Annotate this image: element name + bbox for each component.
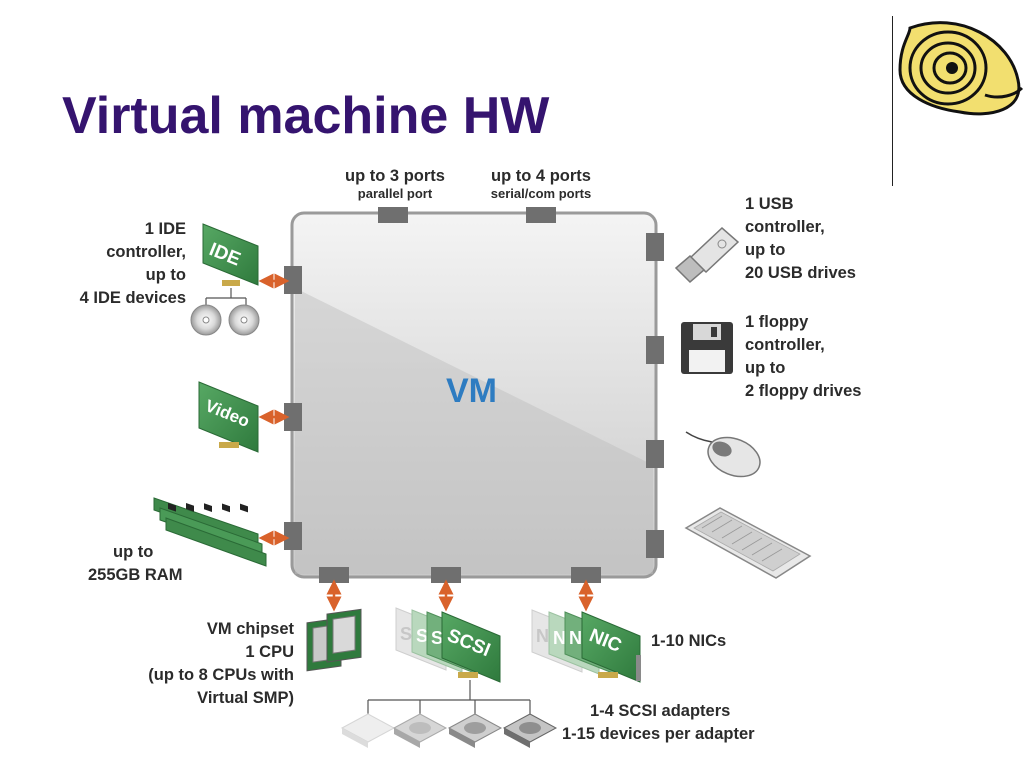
port-parallel xyxy=(378,207,408,223)
nic-card-icon: N N N NIC xyxy=(531,609,641,683)
scsi-label-line: 1-4 SCSI adapters xyxy=(590,702,731,720)
floppy-label: 1 floppy controller, up to 2 floppy driv… xyxy=(745,311,861,403)
logo-spiral-icon xyxy=(898,21,1024,116)
serial-port-name: serial/com ports xyxy=(490,186,592,201)
ram-label-line: 255GB RAM xyxy=(88,566,183,584)
port-ram xyxy=(284,522,302,550)
port-mouse xyxy=(646,440,664,468)
port-connectors xyxy=(284,207,664,583)
chipset-label-line: Virtual SMP) xyxy=(197,689,294,707)
page-title: Virtual machine HW xyxy=(62,87,550,145)
mouse-icon xyxy=(685,431,761,478)
keyboard-icon xyxy=(684,507,812,579)
usb-label-line: 1 USB xyxy=(745,195,794,213)
scsi-ghost-label-3: S xyxy=(431,628,443,648)
ide-label-line: controller, xyxy=(106,243,186,261)
parallel-port-count: up to 3 ports xyxy=(345,167,445,185)
floppy-disk-icon xyxy=(681,322,733,374)
usb-label-line: 20 USB drives xyxy=(745,264,856,282)
port-usb xyxy=(646,233,664,261)
floppy-label-line: controller, xyxy=(745,336,825,354)
chipset-label-line: (up to 8 CPUs with xyxy=(148,666,294,684)
chipset-label-line: 1 CPU xyxy=(245,643,294,661)
port-video xyxy=(284,403,302,431)
floppy-label-line: up to xyxy=(745,359,786,377)
ram-label-line: up to xyxy=(113,543,154,561)
serial-port-label: up to 4 ports serial/com ports xyxy=(474,167,608,201)
serial-port-count: up to 4 ports xyxy=(491,167,591,185)
port-floppy xyxy=(646,336,664,364)
port-chipset xyxy=(319,567,349,583)
port-keyboard xyxy=(646,530,664,558)
scsi-ghost-label-2: S xyxy=(416,626,428,646)
usb-label: 1 USB controller, up to 20 USB drives xyxy=(745,193,856,285)
connection-arrows xyxy=(258,273,594,612)
scsi-label-line: 1-15 devices per adapter xyxy=(562,725,755,743)
chipset-label: VM chipset 1 CPU (up to 8 CPUs with Virt… xyxy=(124,618,294,710)
cd-disc-icon xyxy=(190,304,260,336)
ide-label: 1 IDE controller, up to 4 IDE devices xyxy=(60,218,186,310)
parallel-port-name: parallel port xyxy=(357,186,433,201)
scsi-label: 1-4 SCSI adapters 1-15 devices per adapt… xyxy=(562,700,755,746)
ram-label: up to 255GB RAM xyxy=(88,541,182,587)
floppy-label-line: 1 floppy xyxy=(745,313,809,331)
port-serial xyxy=(526,207,556,223)
cpu-chip-icon xyxy=(306,608,362,672)
chipset-label-line: VM chipset xyxy=(206,620,294,638)
port-nic xyxy=(571,567,601,583)
nic-ghost-label-1: N xyxy=(536,626,549,646)
ide-label-line: 1 IDE xyxy=(144,220,186,238)
vm-label: VM xyxy=(446,372,497,410)
ram-module-icon xyxy=(153,497,267,567)
nic-ghost-label-2: N xyxy=(553,628,566,648)
header-divider xyxy=(892,16,893,186)
scsi-ghost-label-1: S xyxy=(400,624,412,644)
hard-drive-icon xyxy=(340,713,558,748)
nics-label: 1-10 NICs xyxy=(651,632,727,650)
usb-drive-icon xyxy=(674,226,740,284)
ide-label-line: up to xyxy=(145,266,186,284)
vm-box xyxy=(290,211,658,579)
ide-label-line: 4 IDE devices xyxy=(79,289,186,307)
video-card-icon: Video xyxy=(198,381,259,453)
port-ide xyxy=(284,266,302,294)
scsi-card-icon: S S S SCSI xyxy=(367,607,531,714)
port-scsi xyxy=(431,567,461,583)
nic-ghost-label-3: N xyxy=(569,628,582,648)
ide-card-icon: IDE xyxy=(202,223,259,306)
parallel-port-label: up to 3 ports parallel port xyxy=(330,167,460,201)
usb-label-line: controller, xyxy=(745,218,825,236)
usb-label-line: up to xyxy=(745,241,786,259)
floppy-label-line: 2 floppy drives xyxy=(745,382,862,400)
